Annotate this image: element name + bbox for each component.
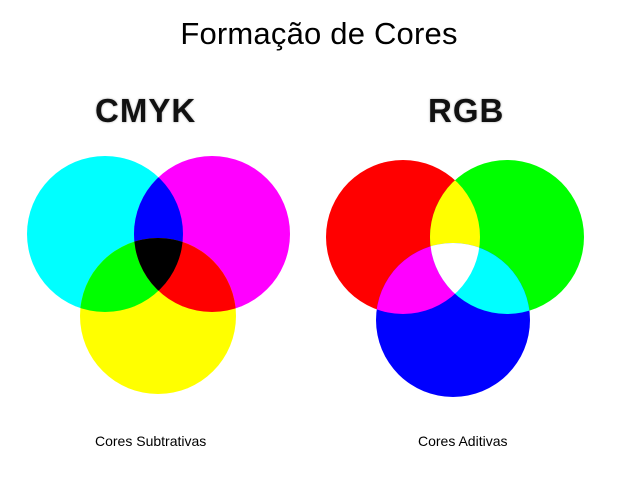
- rgb-heading: RGB: [428, 92, 505, 129]
- red-blue-overlap: [376, 243, 480, 314]
- cmyk-diagram: [27, 156, 290, 394]
- cmyk-caption: Cores Subtrativas: [95, 433, 207, 449]
- rgb-caption: Cores Aditivas: [418, 433, 508, 449]
- cyan-yellow-overlap: [80, 238, 183, 312]
- magenta-yellow-overlap: [134, 238, 236, 312]
- rgb-diagram: [326, 160, 584, 397]
- cmyk-heading: CMYK: [95, 92, 197, 129]
- page-title: Formação de Cores: [180, 16, 458, 51]
- green-blue-overlap: [430, 243, 530, 314]
